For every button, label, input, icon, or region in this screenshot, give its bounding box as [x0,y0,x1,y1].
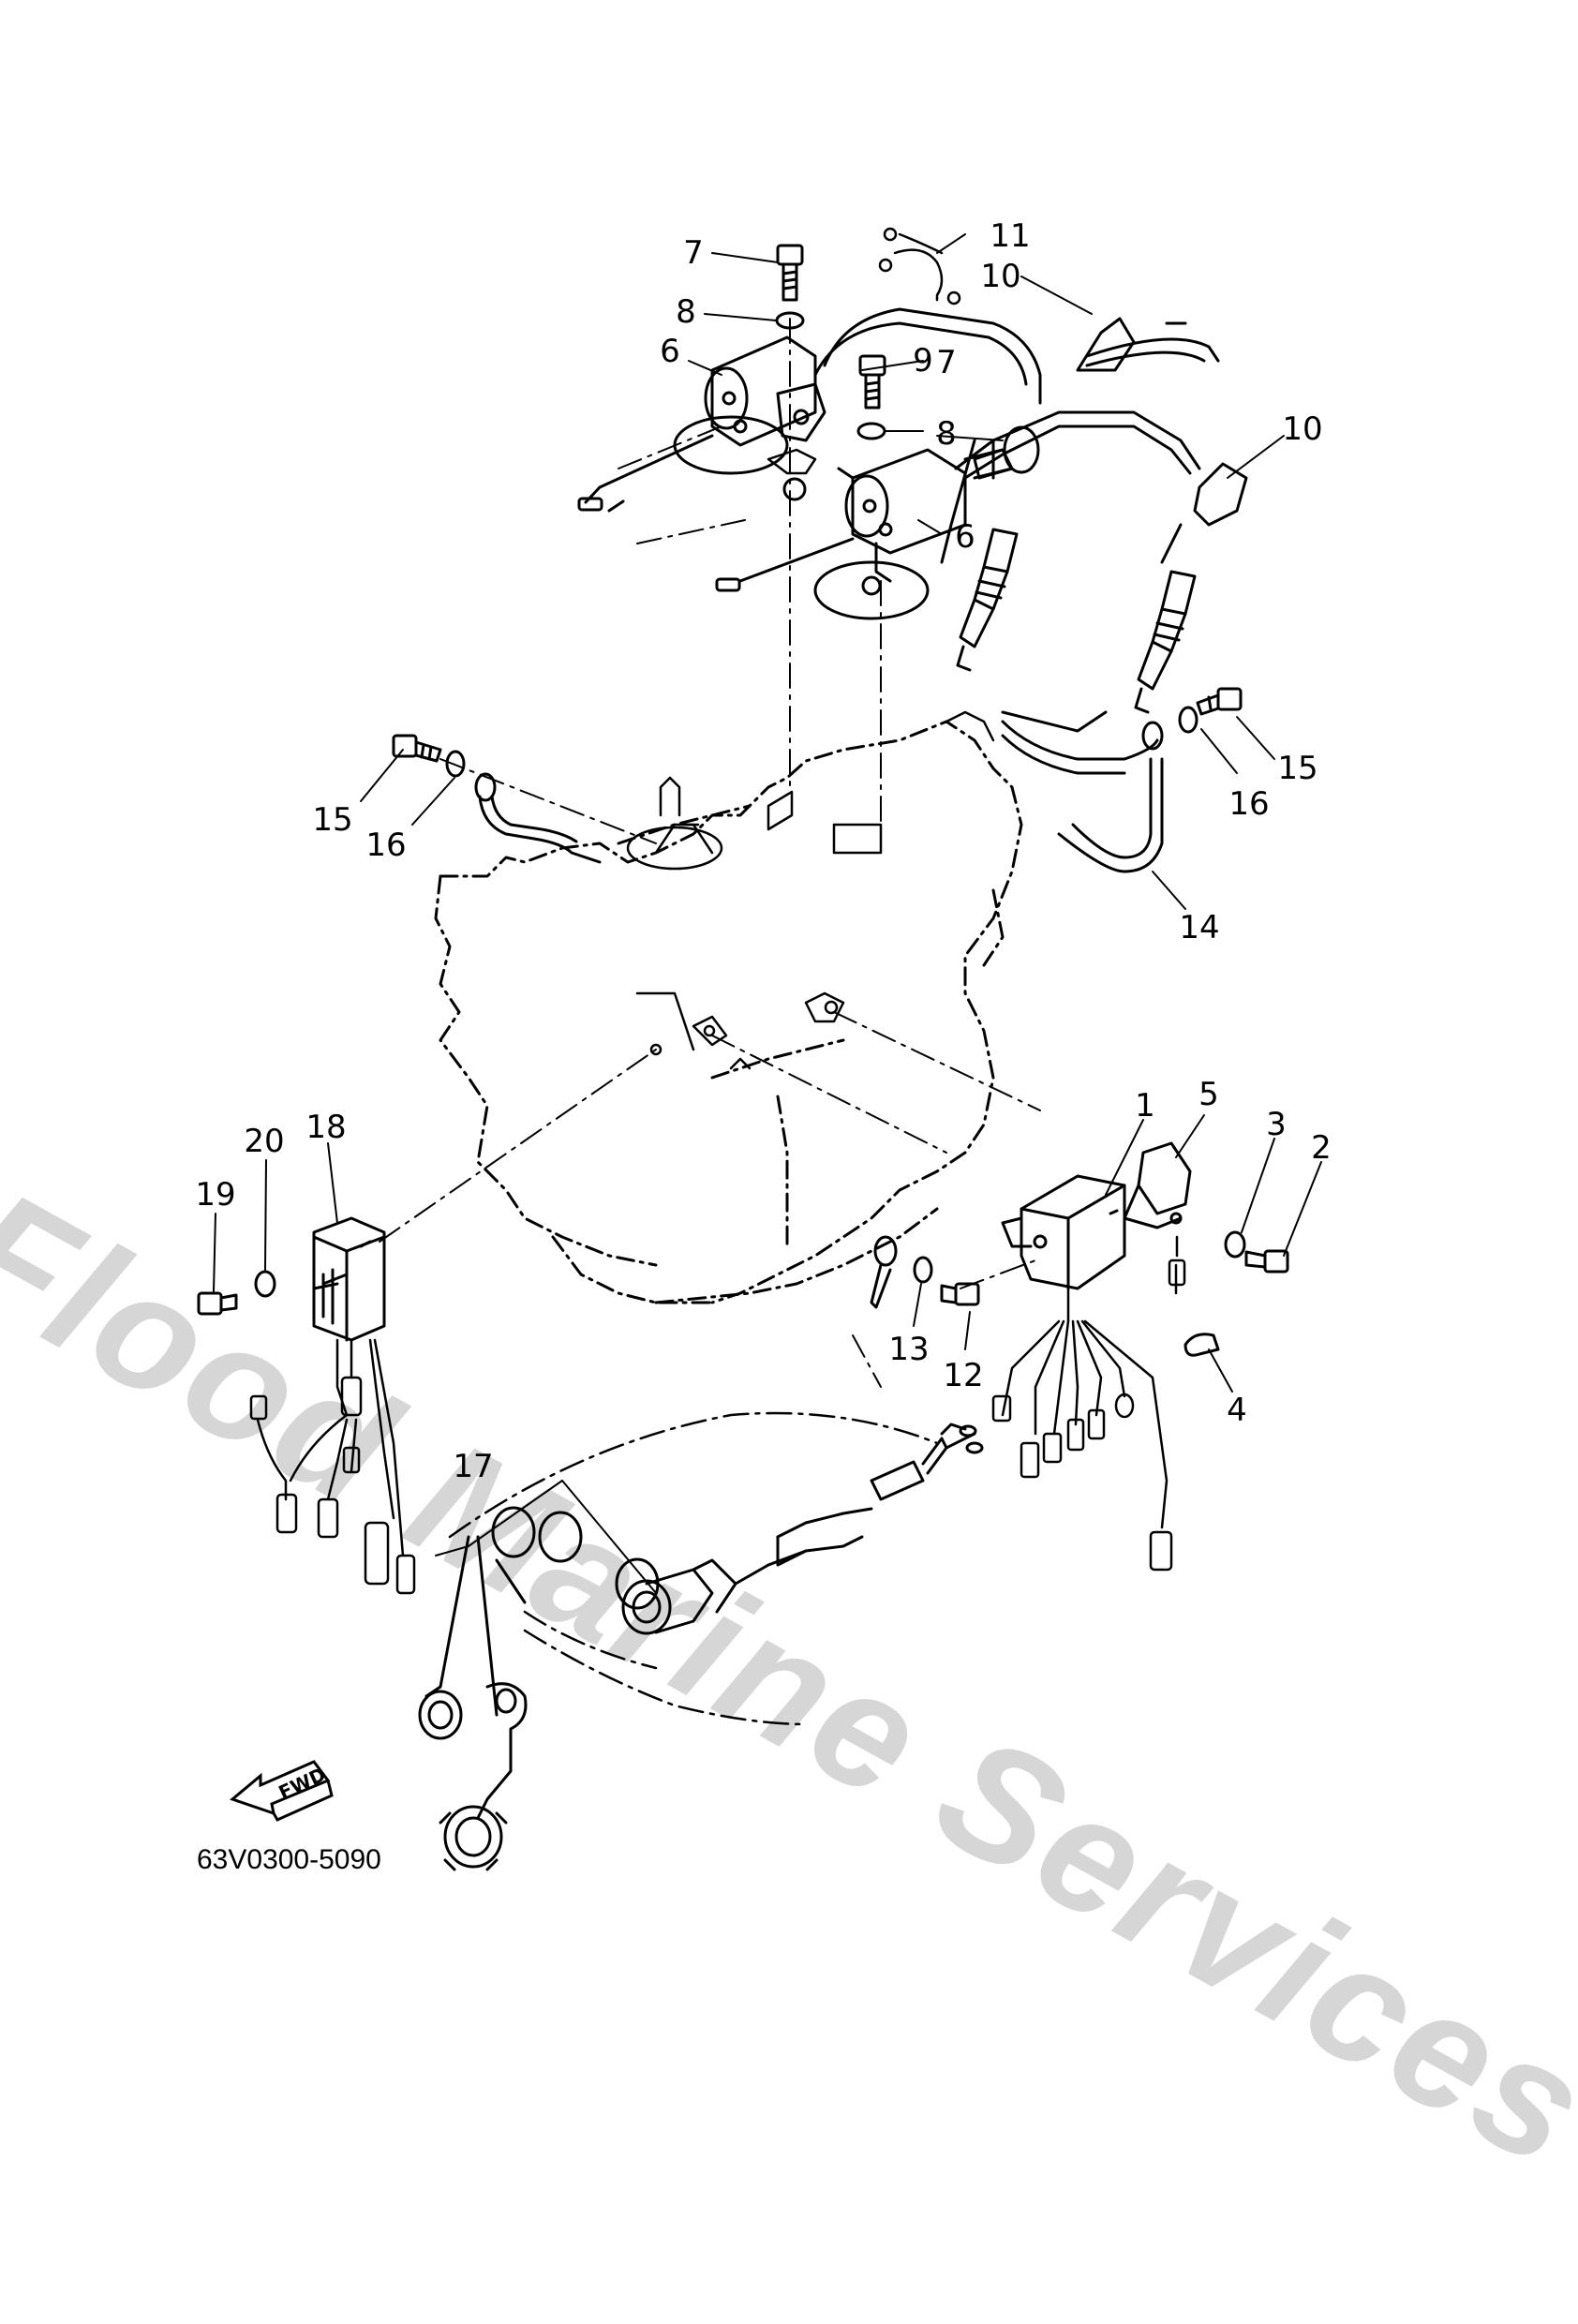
callout-14: 14 [1179,909,1220,946]
bolt-right [1196,687,1243,716]
terminal-cover [1123,1141,1192,1229]
ring-terminal [870,1235,898,1309]
diagram-reference-code: 63V0300-5090 [197,1844,381,1875]
gasket-upper [767,448,817,475]
washer-right [1178,706,1198,734]
cowling-holes [491,1506,660,1610]
callout-11: 11 [990,217,1031,255]
rectifier-regulator [312,1216,386,1342]
callout-16a: 16 [365,827,407,864]
callout-6a: 6 [660,333,680,370]
engine-block-outline [434,720,1023,1304]
high-tension-leads [813,307,1248,564]
callout-9: 9 [913,342,933,380]
ignition-coil-lower [715,448,1014,620]
grommet-lower [861,575,882,596]
callout-15b: 15 [1277,750,1318,787]
bolt-12 [940,1282,980,1306]
washer-13 [913,1256,933,1284]
grommet-upper [782,477,807,501]
callout-5: 5 [1198,1076,1219,1113]
callout-18: 18 [305,1109,347,1146]
washer-cdi [1224,1230,1246,1259]
callout-6b: 6 [955,518,975,556]
callout-2: 2 [1311,1129,1332,1167]
callout-19: 19 [195,1176,236,1214]
callout-8b: 8 [936,415,957,453]
cdi-wiring-harness [991,1235,1186,1572]
coil-mount-lower [874,542,892,583]
callout-1: 1 [1135,1087,1155,1125]
pulser-coil [621,1423,984,1635]
callout-3: 3 [1266,1106,1287,1143]
ground-lead-left [474,772,602,864]
wire-clamp [1184,1333,1220,1357]
leader-lines [379,318,1041,1388]
bolt-lower [858,354,886,410]
bolt-left [392,734,442,763]
callout-7a: 7 [683,234,704,272]
callout-17: 17 [453,1448,494,1485]
washer-20 [254,1270,276,1298]
callout-10b: 10 [1282,410,1323,448]
bolt-cdi [1244,1249,1289,1274]
cdi-unit [1001,1174,1126,1290]
callout-12: 12 [943,1357,984,1394]
callout-16b: 16 [1228,785,1270,823]
callout-20: 20 [244,1123,285,1160]
bolt-upper [776,244,804,302]
forward-direction-arrow-icon: FWD [229,1760,334,1822]
spark-plug-right [1134,570,1197,714]
spark-plug-left [956,528,1019,672]
washer-lower [856,422,886,440]
washer-left [445,750,466,778]
rectifier-wiring [249,1338,416,1595]
callout-7b: 7 [936,344,957,381]
ground-lead-right [1001,710,1164,873]
callout-10a: 10 [980,258,1021,295]
lower-cowling-outline [448,1411,939,1726]
engine-block-details [626,710,995,1070]
cord-clip [878,227,961,305]
callout-13: 13 [888,1331,930,1368]
bolt-19 [197,1291,238,1316]
ignition-coil-upper [577,335,826,513]
callout-4: 4 [1227,1392,1247,1429]
callout-15a: 15 [312,801,353,839]
mounting-bracket [418,1535,528,1871]
callout-leaders [213,233,1322,1594]
callout-8a: 8 [676,293,696,331]
